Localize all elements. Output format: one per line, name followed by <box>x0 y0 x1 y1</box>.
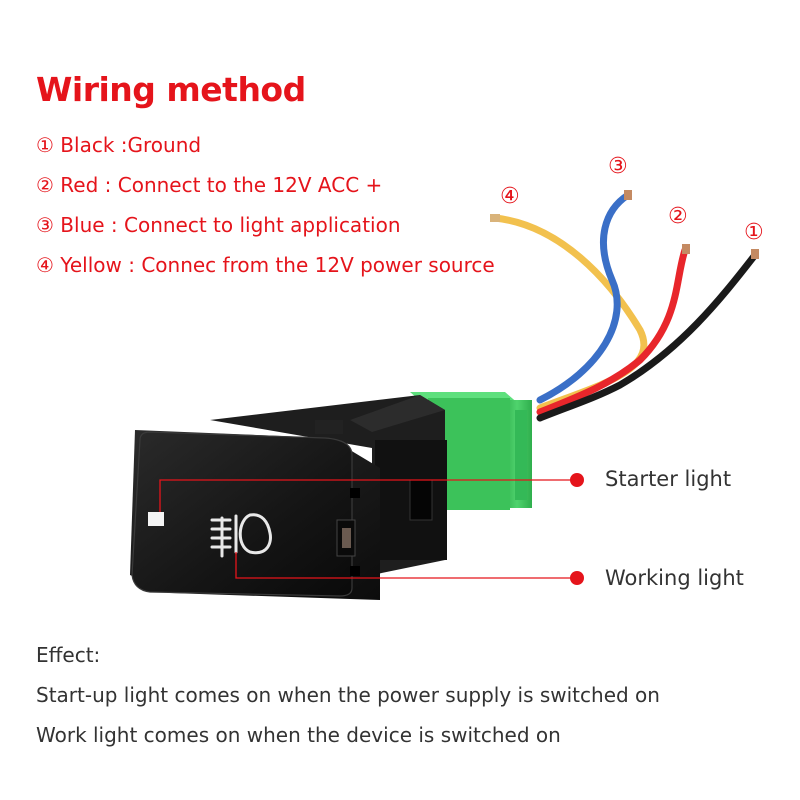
starter-light-label: Starter light <box>605 467 732 491</box>
fog-light-icon <box>210 513 272 558</box>
legend-number: ④ <box>36 253 54 277</box>
page-title: Wiring method <box>36 70 306 109</box>
wire-label-blue: ③ <box>608 154 628 179</box>
effect-section: Effect: Start-up light comes on when the… <box>36 640 660 760</box>
effect-line-work: Work light comes on when the device is s… <box>36 723 561 747</box>
legend-text: Yellow : Connec from the 12V power sourc… <box>60 253 495 277</box>
effect-line-startup: Start-up light comes on when the power s… <box>36 683 660 707</box>
red-wire-tip <box>682 244 690 254</box>
legend-item-red: ② Red : Connect to the 12V ACC + <box>36 170 495 210</box>
blue-wire <box>536 191 632 404</box>
wire-label-black: ① <box>744 220 764 245</box>
wires <box>490 190 759 422</box>
yellow-wire-tip <box>490 214 500 222</box>
black-wire-tip <box>751 249 759 259</box>
legend-number: ② <box>36 173 54 197</box>
legend-item-yellow: ④ Yellow : Connec from the 12V power sou… <box>36 250 495 290</box>
legend-number: ① <box>36 133 54 157</box>
starter-indicator <box>148 512 164 526</box>
wiring-legend: ① Black :Ground ② Red : Connect to the 1… <box>36 130 495 290</box>
working-callout <box>235 552 584 585</box>
black-wire <box>536 251 759 422</box>
wire-label-red: ② <box>668 204 688 229</box>
working-light-label: Working light <box>605 566 744 590</box>
legend-number: ③ <box>36 213 54 237</box>
starter-callout <box>159 473 584 512</box>
legend-item-blue: ③ Blue : Connect to light application <box>36 210 495 250</box>
wire-label-yellow: ④ <box>500 184 520 209</box>
legend-text: Blue : Connect to light application <box>60 213 401 237</box>
switch-rear-body <box>210 395 447 575</box>
effect-heading: Effect: <box>36 643 101 667</box>
legend-text: Red : Connect to the 12V ACC + <box>60 173 383 197</box>
red-wire <box>536 246 689 416</box>
legend-item-black: ① Black :Ground <box>36 130 495 170</box>
blue-wire-tip <box>624 190 632 200</box>
legend-text: Black :Ground <box>60 133 202 157</box>
